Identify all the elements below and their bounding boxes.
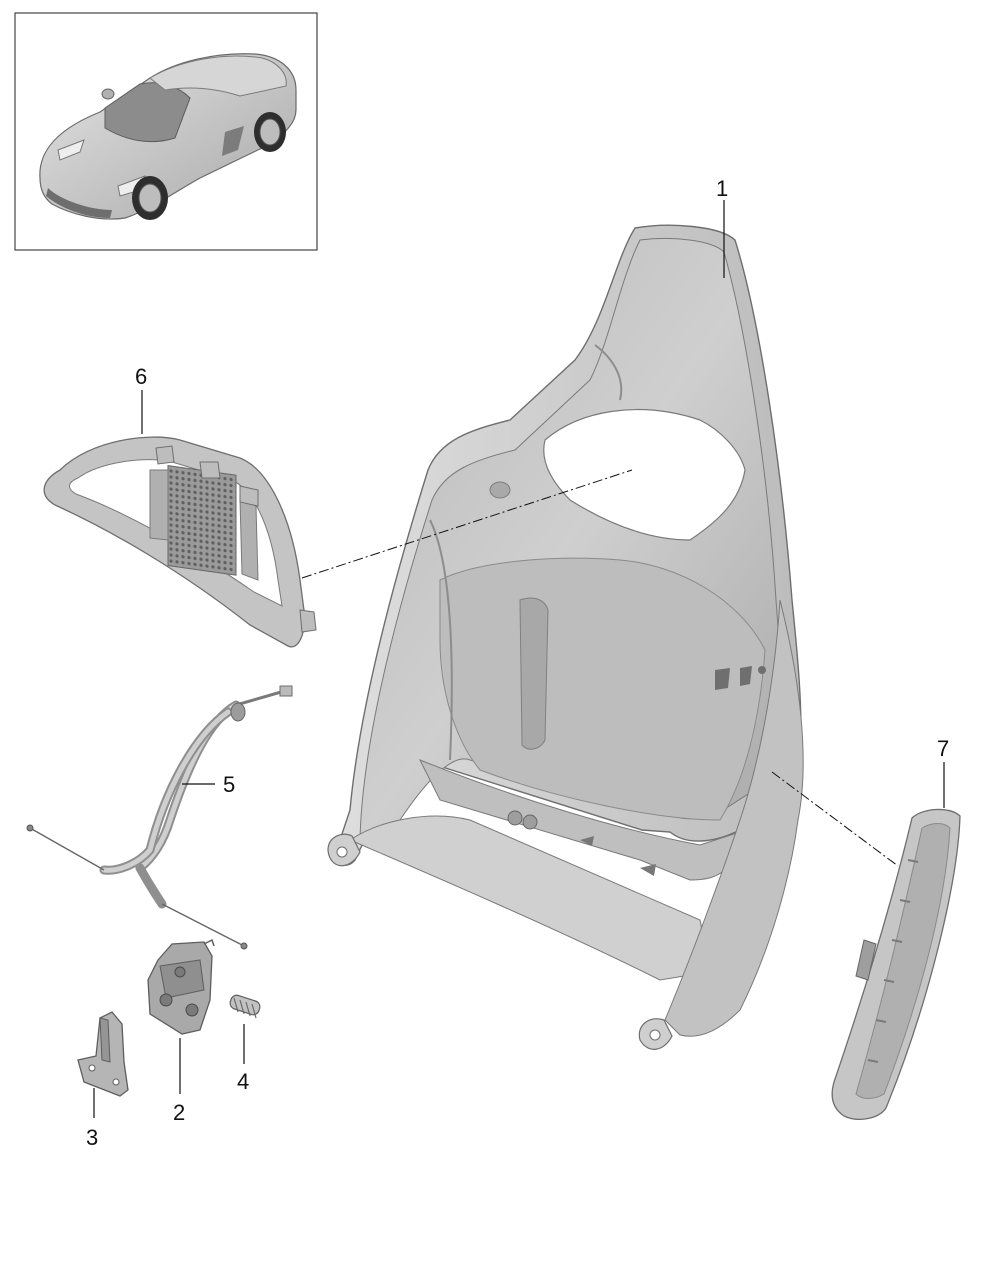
assembly-lines xyxy=(301,469,899,867)
backrest-shell xyxy=(327,224,804,1050)
bowden-cable xyxy=(26,685,293,950)
side-bolster-trim xyxy=(831,808,961,1120)
callout-1: 1 xyxy=(716,176,728,201)
callout-labels: 1 6 5 7 4 2 3 xyxy=(86,176,949,1150)
callout-2: 2 xyxy=(173,1100,185,1125)
spring xyxy=(229,994,261,1019)
car-icon xyxy=(39,53,297,220)
headrest-trim-frame xyxy=(43,436,317,648)
callout-3: 3 xyxy=(86,1125,98,1150)
bracket xyxy=(77,1011,129,1097)
callout-6: 6 xyxy=(135,364,147,389)
callout-7: 7 xyxy=(937,736,949,761)
callout-leaders xyxy=(93,200,945,1118)
latch xyxy=(147,938,215,1035)
callout-5: 5 xyxy=(223,772,235,797)
vehicle-inset xyxy=(14,12,318,251)
mesh-panel xyxy=(167,465,237,576)
callout-4: 4 xyxy=(237,1069,249,1094)
